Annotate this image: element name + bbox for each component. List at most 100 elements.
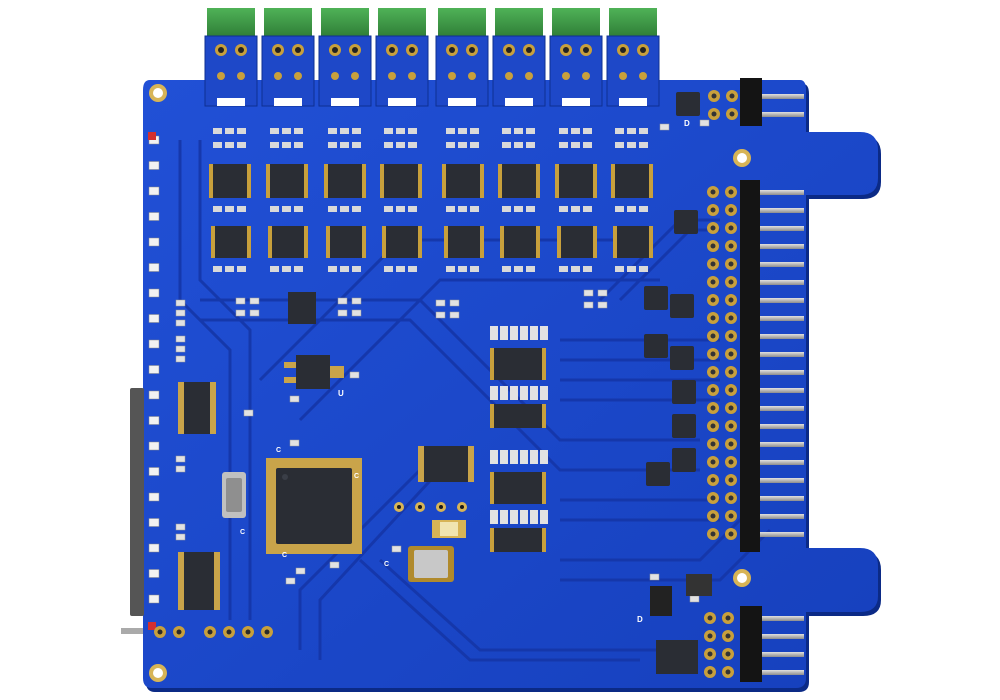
resistor [328,142,337,148]
terminal-block [375,8,429,107]
header-hole [710,351,716,357]
silk-mark [217,98,245,106]
terminal-block [318,8,372,107]
resistor [615,206,624,212]
terminal-block-row [204,8,660,107]
terminal-cap [207,8,255,38]
capacitor [520,386,528,400]
label-cap1: C [240,529,245,536]
led-red [148,622,156,630]
resistor [639,142,648,148]
tssop-body [424,446,468,482]
solder-pad [639,72,647,80]
solder-pad [237,72,245,80]
led [148,186,160,196]
smd-part [449,311,460,319]
capacitor [490,386,498,400]
header-hole [710,333,716,339]
smd-part [235,297,246,305]
header-hole [725,633,731,639]
resistor [627,206,636,212]
header-pin [762,616,804,621]
resistor [396,266,405,272]
smd-part [649,573,660,581]
driver-ic-top [324,164,366,198]
led [148,237,160,247]
header-hole [710,495,716,501]
header-pin [762,670,804,675]
ic-body [502,164,536,198]
driver-ic-top [555,164,597,198]
header-pin [760,208,804,213]
diode-body [650,586,672,616]
label-mcu-cap: C [276,447,281,454]
resistor [294,128,303,134]
header-hole [728,495,734,501]
silk-mark [505,98,533,106]
header-pin [760,460,804,465]
header-hole [710,207,716,213]
optocoupler-ic [288,292,316,324]
header-pin [760,496,804,501]
header-pin [760,478,804,483]
resistor [446,206,455,212]
smd-part [351,309,362,317]
resistor [470,142,479,148]
capacitor [490,450,498,464]
led [148,594,160,604]
terminal-housing [606,35,660,107]
inductor-body [414,550,448,578]
right-pin-header [707,180,804,552]
resistor [526,142,535,148]
smd-part [449,299,460,307]
isolator-body [494,528,542,552]
resistor [213,266,222,272]
header-hole [707,669,713,675]
resistor [282,206,291,212]
mosfet [676,92,700,116]
resistor [583,266,592,272]
capacitor [540,450,548,464]
driver-ic-top [266,164,308,198]
resistor [458,142,467,148]
smd-part [699,119,710,127]
capacitor [540,510,548,524]
resistor [571,266,580,272]
resistor [213,128,222,134]
terminal-block [492,8,546,107]
silkscreen-labels: D D U C C C C C [240,119,690,624]
terminal-cap [378,8,426,38]
smd-part [289,395,300,403]
capacitor [490,326,498,340]
smd-part [689,595,700,603]
header-hole [725,651,731,657]
resistor [294,142,303,148]
header-hole [710,459,716,465]
header-pin [762,112,804,117]
resistor [446,142,455,148]
resistor [470,128,479,134]
terminal-housing [435,35,489,107]
resistor [270,128,279,134]
led [148,543,160,553]
header-hole [729,111,735,117]
resistor [627,128,636,134]
mosfet [670,346,694,370]
ic-body [184,382,210,434]
header-hole [728,189,734,195]
resistor [328,128,337,134]
screw-hole [526,47,532,53]
header-pin [760,370,804,375]
resistor [270,266,279,272]
left-rail [130,388,144,616]
resistor [282,142,291,148]
resistor [514,206,523,212]
resistor [396,128,405,134]
solder-pad [217,72,225,80]
ic-body [561,226,593,258]
header-hole [728,405,734,411]
capacitor [520,450,528,464]
capacitor [510,510,518,524]
ic-body [215,226,247,258]
screw-hole [352,47,358,53]
